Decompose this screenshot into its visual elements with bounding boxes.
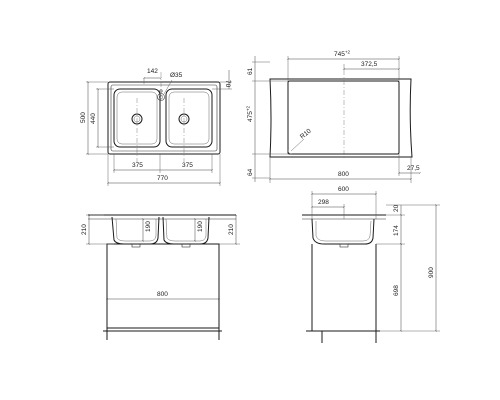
dim-side-total-height: 900 <box>428 267 435 278</box>
dim-cutout-width: 745+2 <box>334 50 350 59</box>
dim-cutout-top-offset: 61 <box>247 67 254 75</box>
cutout-rect <box>287 80 400 155</box>
dim-height: 500 <box>80 112 87 123</box>
dim-front-cabinet-width: 800 <box>157 291 168 298</box>
dim-side-cabinet-top: 174 <box>393 225 400 236</box>
front-cabinet <box>106 243 220 329</box>
dim-outer-depth-right: 210 <box>228 224 235 235</box>
right-bowl <box>165 88 213 148</box>
top-view: 142 Ø35 70 500 440 375 375 770 <box>80 68 232 186</box>
side-view: 600 298 20 174 698 900 <box>302 186 440 343</box>
dim-bowl-depth-left: 190 <box>145 221 152 232</box>
dim-cutout-bottom-offset: 64 <box>247 168 254 176</box>
left-bowl <box>113 88 161 148</box>
dim-cutout-height: 475+2 <box>246 106 255 122</box>
dim-cutout-side-offset: 27,5 <box>407 165 420 172</box>
countertop-outline <box>269 78 413 158</box>
dim-bowl-width-right: 375 <box>182 162 193 169</box>
dim-bowl-depth-right: 190 <box>197 221 204 232</box>
dim-side-cabinet-height: 698 <box>393 285 400 296</box>
right-drain-icon <box>178 113 190 125</box>
dim-cutout-half-width: 372,5 <box>361 61 378 68</box>
dim-side-bowl-depth: 298 <box>318 199 329 206</box>
front-view: 190 190 210 210 800 <box>81 214 240 340</box>
left-drain-icon <box>131 113 143 125</box>
dim-top-margin: 70 <box>224 80 231 88</box>
dim-outer-depth-left: 210 <box>81 224 88 235</box>
dim-tap-hole: Ø35 <box>170 72 183 79</box>
dim-cabinet-width-cutout: 800 <box>338 171 349 178</box>
dim-side-depth: 600 <box>338 186 349 193</box>
dim-side-rim: 20 <box>393 204 400 212</box>
cutout-view: R10 745+2 372,5 61 475+2 64 800 27,5 <box>246 50 421 183</box>
side-bowl <box>311 218 375 245</box>
dim-bowl-width-left: 375 <box>132 162 143 169</box>
dim-tap-offset: 142 <box>147 68 158 75</box>
dim-inner-height: 440 <box>90 113 97 124</box>
dim-width: 770 <box>157 175 168 182</box>
dim-corner-radius: R10 <box>299 127 313 140</box>
